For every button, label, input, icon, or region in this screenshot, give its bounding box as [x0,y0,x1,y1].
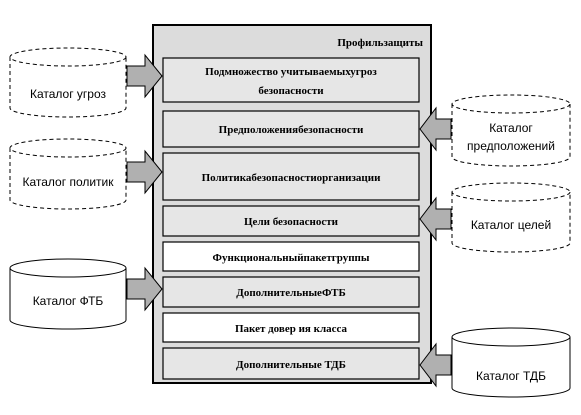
section-security-goals-label: Цели безопасности [244,216,339,228]
catalog-threats-cylinder: Каталог угроз [9,47,127,118]
catalog-assumptions-cylinder: Каталог предположений [451,94,571,167]
arrow-threats-to-profile [126,53,163,99]
arrow-goals-to-profile [419,196,452,242]
catalog-tdb-cylinder: Каталог ТДБ [451,327,571,398]
catalog-assumptions-label-1: Каталог [489,121,533,135]
catalog-policies-top [9,138,127,158]
catalog-ftb-body [9,268,127,330]
section-additional-ftb-label: ДополнительныеФТБ [236,287,345,299]
catalog-ftb-cylinder: Каталог ФТБ [9,258,127,330]
section-assumptions-label: Предположениябезопасности [219,124,364,136]
section-threats-subset-label-1: Подмножество учитываемыхугроз [205,66,377,78]
catalog-assumptions-top [451,94,571,114]
profile-title: Профильзащиты [337,37,423,49]
section-threats-subset-label-2: безопасности [258,85,324,97]
catalog-goals-label: Каталог целей [471,218,551,232]
section-security-goals-box [162,205,420,237]
section-assumptions-box [162,110,420,148]
section-org-policy: Политикабезопасностиорганизации [162,152,420,201]
catalog-assumptions-body [451,104,571,167]
section-org-policy-box [162,152,420,201]
arrow-tdb-to-profile [419,342,452,388]
section-threats-subset: Подмножество учитываемыхугроз безопаснос… [162,57,420,103]
catalog-goals-body [451,192,571,253]
arrow-policies-to-profile [126,149,163,195]
section-additional-tdb: Дополнительные ТДБ [162,347,420,380]
section-trust-package-box [162,312,420,343]
catalog-policies-label: Каталог политик [22,175,114,189]
section-additional-ftb: ДополнительныеФТБ [162,276,420,308]
section-additional-ftb-box [162,276,420,308]
section-functional-package: Функциональныйпакетгруппы [162,241,420,272]
catalog-policies-body [9,148,127,210]
section-functional-package-label: Функциональныйпакетгруппы [213,252,370,264]
catalog-assumptions-label-2: предположений [467,139,555,153]
catalog-threats-top [9,47,127,67]
section-assumptions: Предположениябезопасности [162,110,420,148]
catalog-ftb-label: Каталог ФТБ [33,294,104,308]
catalog-tdb-label: Каталог ТДБ [476,369,546,383]
catalog-ftb-top [9,258,127,278]
section-additional-tdb-label: Дополнительные ТДБ [236,359,346,371]
arrow-assumptions-to-profile [419,106,452,152]
section-trust-package: Пакет довер ия класса [162,312,420,343]
catalog-tdb-body [451,337,571,398]
section-trust-package-label: Пакет довер ия класса [235,323,348,335]
arrow-ftb-to-profile [126,266,163,312]
section-functional-package-box [162,241,420,272]
catalog-goals-top [451,182,571,202]
section-additional-tdb-box [162,347,420,380]
section-security-goals: Цели безопасности [162,205,420,237]
catalog-tdb-top [451,327,571,347]
catalog-threats-label: Каталог угроз [30,87,107,101]
section-org-policy-label: Политикабезопасностиорганизации [202,172,381,184]
catalog-policies-cylinder: Каталог политик [9,138,127,210]
catalog-threats-body [9,57,127,118]
catalog-goals-cylinder: Каталог целей [451,182,571,253]
section-threats-subset-box [162,57,420,103]
